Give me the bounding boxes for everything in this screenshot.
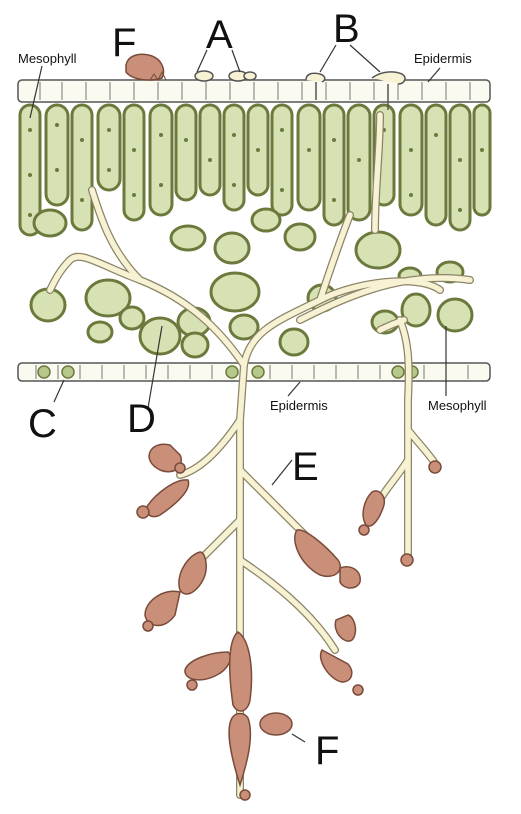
label-epidermis-top: Epidermis (414, 51, 472, 66)
surface-spore-on-epidermis (125, 53, 167, 81)
label-e: E (292, 445, 319, 489)
label-f-bottom: F (315, 729, 339, 773)
label-b: B (333, 7, 360, 51)
spongy-mesophyll (29, 207, 474, 359)
palisade-mesophyll (18, 103, 492, 237)
label-a: A (206, 13, 233, 57)
lower-epidermis (17, 362, 491, 382)
label-d: D (127, 397, 156, 441)
sporangia (136, 443, 442, 801)
label-c: C (28, 402, 57, 446)
label-mesophyll-bottom: Mesophyll (428, 398, 487, 413)
surface-germinating-spores (194, 70, 406, 110)
text-labels: A B F C D E F Mesophyll Epidermis Epider… (18, 7, 487, 773)
label-f-top: F (112, 21, 136, 65)
upper-epidermis (17, 79, 491, 103)
label-mesophyll-top: Mesophyll (18, 51, 77, 66)
label-epidermis-bottom: Epidermis (270, 398, 328, 413)
leader-lines (29, 44, 447, 743)
